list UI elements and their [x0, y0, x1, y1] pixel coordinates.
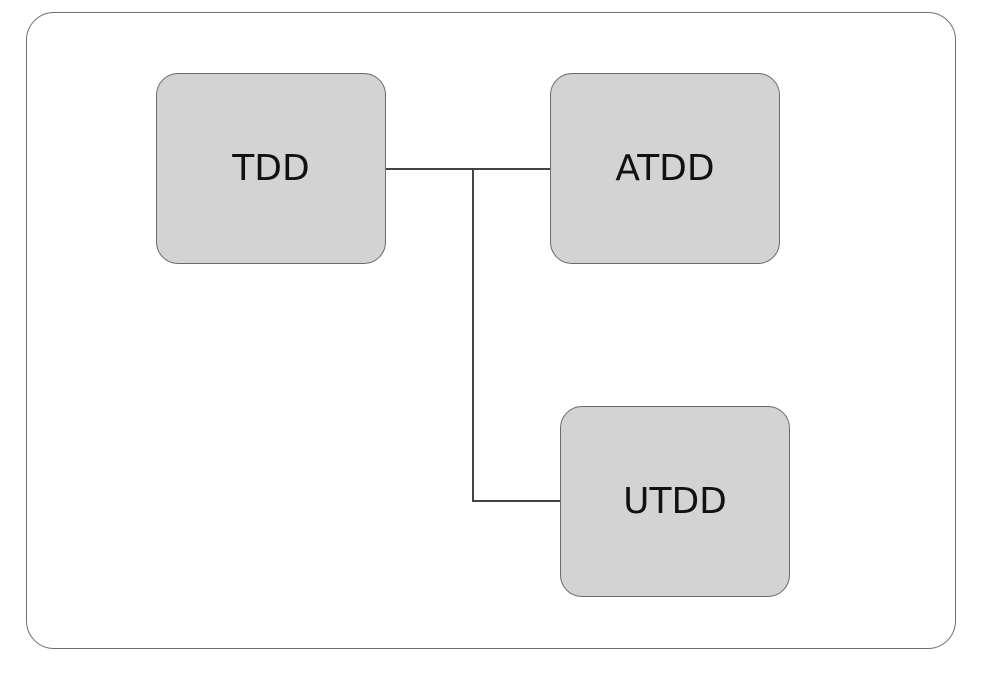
node-utdd: UTDD	[560, 406, 790, 597]
node-atdd-label: ATDD	[615, 148, 715, 189]
node-utdd-label: UTDD	[623, 481, 727, 522]
node-tdd: TDD	[156, 73, 386, 264]
connector-tdd-utdd	[472, 169, 560, 502]
node-tdd-label: TDD	[232, 148, 310, 189]
node-atdd: ATDD	[550, 73, 780, 264]
